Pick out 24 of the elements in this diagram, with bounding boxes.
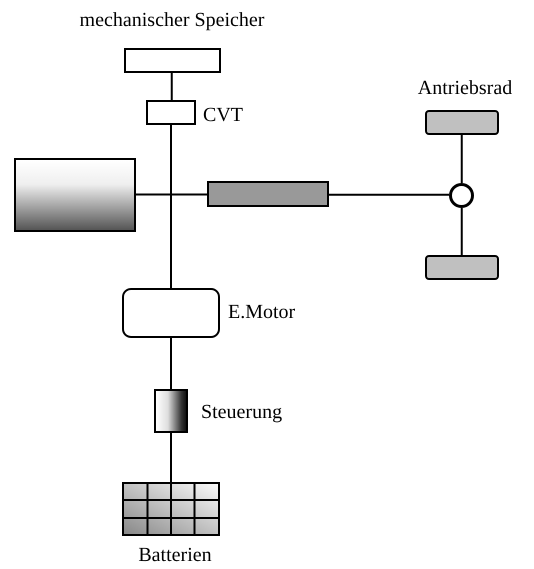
connecting-line [170, 125, 172, 288]
differential-circle [449, 183, 474, 208]
connecting-line [329, 194, 449, 196]
wheel [425, 255, 499, 280]
engine-block [14, 158, 136, 232]
wheel [425, 110, 499, 135]
controller-box [154, 389, 188, 433]
storage-box [124, 48, 221, 73]
drive-shaft [207, 181, 329, 207]
component-label: E.Motor [228, 300, 296, 324]
component-label: CVT [203, 103, 243, 127]
connecting-line [170, 433, 172, 482]
cvt-box [146, 100, 196, 125]
connecting-line [460, 135, 463, 183]
connecting-line [136, 194, 207, 196]
component-label: mechanischer Speicher [80, 8, 264, 32]
connecting-line [460, 208, 463, 255]
component-label: Batterien [138, 543, 212, 567]
motor-box [122, 288, 220, 338]
component-label: Antriebsrad [418, 76, 512, 100]
connecting-line [170, 73, 173, 100]
component-label: Steuerung [201, 400, 282, 424]
battery-grid [122, 482, 220, 536]
connecting-line [170, 338, 172, 389]
